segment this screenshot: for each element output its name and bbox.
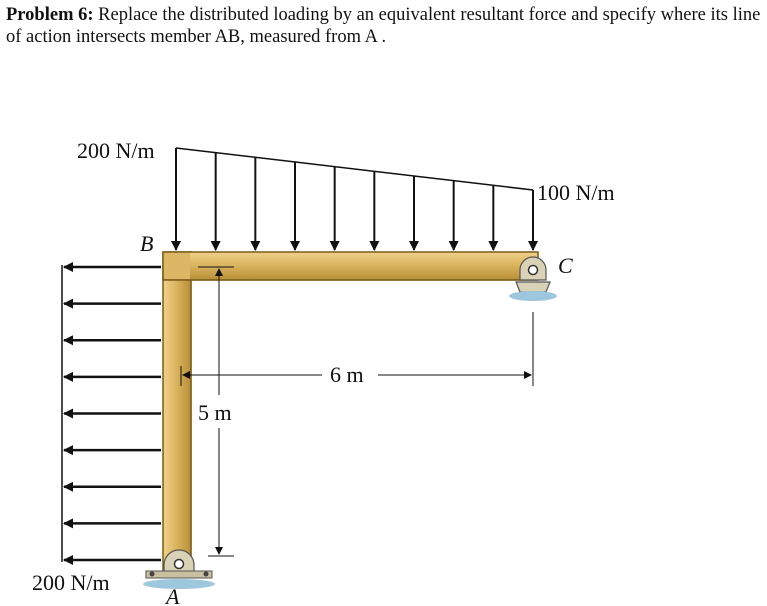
dimension-vertical	[198, 266, 234, 557]
load-label-vertical: 200 N/m	[32, 570, 110, 595]
point-c-label: C	[558, 253, 573, 278]
top-load-arrows	[171, 148, 538, 251]
problem-statement: Problem 6: Replace the distributed loadi…	[6, 4, 761, 48]
load-label-top-right: 100 N/m	[537, 180, 615, 205]
load-label-top-left: 200 N/m	[77, 138, 155, 163]
dim-5m-label: 5 m	[198, 400, 232, 425]
problem-text: Replace the distributed loading by an eq…	[6, 5, 761, 47]
side-load-arrows	[63, 262, 161, 565]
dimension-horizontal	[180, 312, 534, 386]
point-a-label: A	[164, 584, 180, 606]
dim-6m-label: 6 m	[330, 362, 364, 387]
point-b-label: B	[140, 231, 153, 256]
support-c	[509, 256, 557, 301]
top-load-envelope	[175, 147, 534, 191]
member-ab	[162, 251, 192, 571]
frame-member	[162, 251, 539, 571]
problem-label: Problem 6:	[6, 5, 94, 25]
support-a	[143, 549, 215, 589]
